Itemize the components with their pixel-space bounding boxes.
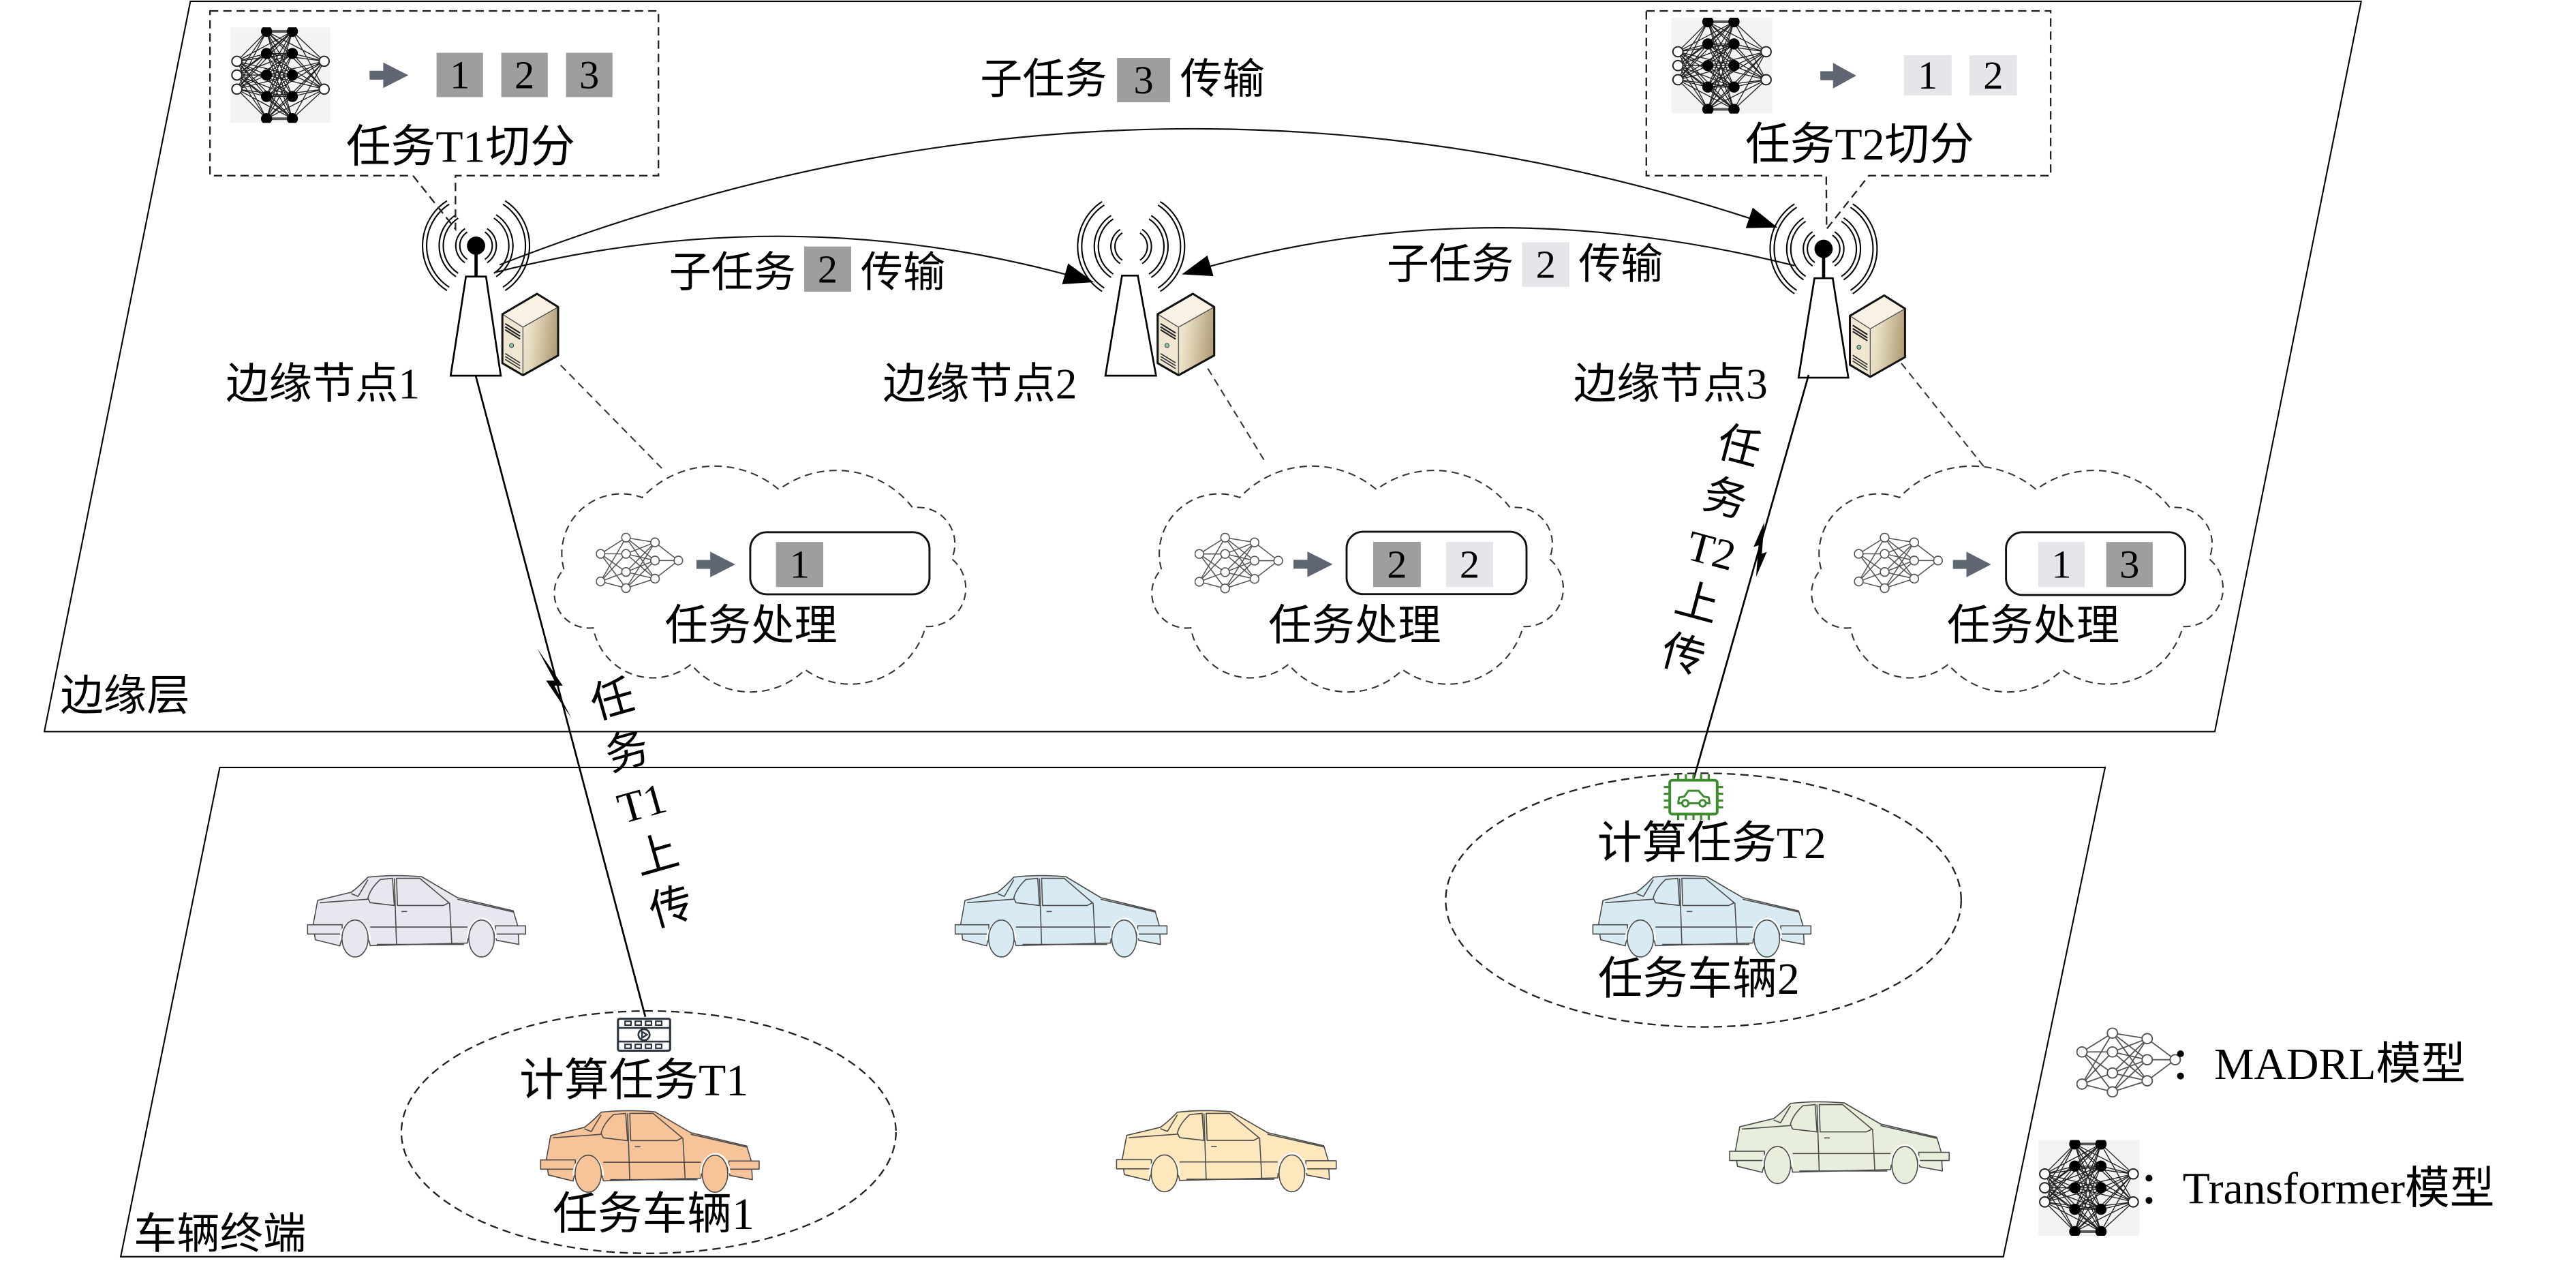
task-t2-split-callout: 1 2 任务T2切分 [1645,10,2052,232]
subtask-badge: 3 [566,52,613,97]
subtask-badge-bg [776,542,824,588]
callout-border [1645,10,2052,232]
transfer-prefix: 子任务 [980,57,1107,103]
subtask-3-transfer-arrow [499,127,1778,266]
transfer-subtask-id: 3 [1134,58,1154,102]
subtask-badge-bg [1903,55,1952,95]
transfer-subtask-id: 2 [1536,243,1556,287]
chip-car-icon [1662,772,1725,822]
transfer-label-subtask-3: 子任务 3 传输 [980,57,1265,103]
task-vehicle-2-group: 计算任务T2 任务车辆2 [1445,772,1962,1028]
subtask-badge: 2 [1969,53,2017,97]
lightning-link-icon [537,648,572,718]
subtask-id: 3 [2119,543,2139,587]
base-station-tower-icon [1104,274,1157,377]
processing-label: 任务处理 [1268,602,1441,650]
processing-label: 任务处理 [1947,602,2119,650]
task-processing-cloud-1: 1 任务处理 [553,465,967,693]
subtask-badge: 1 [1903,53,1952,97]
subtask-badge-bg [2038,542,2085,588]
server-cloud-connector-3 [1901,363,1985,468]
compute-task-label: 计算任务T2 [1597,819,1826,868]
task-vehicle-range [1445,772,1962,1028]
subtask-badge-bg [2106,542,2153,588]
subtask-id: 2 [515,53,534,97]
transfer-prefix: 子任务 [1387,241,1514,288]
subtask-id: 3 [579,53,599,97]
transfer-suffix: 传输 [861,250,945,297]
edge-node-label: 边缘节点2 [883,361,1077,408]
edge-node-3: 边缘节点3 [1574,206,1906,408]
legend-item-madrl: ：MADRL模型 [2076,1027,2466,1098]
subtask-badge-bg [436,52,483,97]
edge-node-label: 边缘节点3 [1574,361,1768,408]
subtask-badge-bg [501,52,548,97]
madrl-network-icon [2076,1027,2181,1098]
upload-line [1693,374,1810,779]
transfer-badge-bg [804,246,851,292]
task-vehicle-1-group: 计算任务T1 任务车辆1 [400,1010,897,1254]
callout-title: 任务T2切分 [1745,120,1974,170]
transfer-label-subtask-2-right: 子任务 2 传输 [1387,241,1663,288]
task-vehicle-label: 任务车辆1 [553,1189,754,1239]
processing-label: 任务处理 [664,602,837,650]
subtask-id: 2 [1983,53,2003,97]
edge-layer-label: 边缘层 [60,672,189,720]
edge-node-2: 边缘节点2 [883,203,1216,408]
lightning-link-icon [1753,521,1767,577]
task-processing-cloud-2: 2 2 任务处理 [1151,465,1565,693]
legend-label: ：MADRL模型 [2169,1039,2466,1089]
transfer-badge-bg [1522,242,1570,287]
subtask-2-transfer-arrow-node1-to-node2 [495,235,1094,284]
subtask-badge-bg [1969,55,2017,95]
transformer-network-icon [2038,1140,2140,1236]
subtask-id: 2 [1387,543,1407,587]
film-play-icon [617,1018,671,1052]
transfer-suffix: 传输 [1180,57,1265,103]
server-cloud-connector-2 [1207,368,1268,465]
base-station-tower-icon [449,275,502,377]
subtask-id: 1 [450,53,470,97]
callout-title: 任务T1切分 [346,122,575,172]
transfer-label-subtask-2-left: 子任务 2 传输 [669,246,945,297]
task-vehicle-label: 任务车辆2 [1598,954,1800,1004]
task-vehicle-range [400,1010,897,1254]
compute-task-label: 计算任务T1 [519,1056,748,1106]
transformer-model-icon [1671,18,1773,114]
subtask-id: 1 [2051,543,2071,587]
processing-queue-box [2005,531,2187,596]
base-station-tower-icon [1797,277,1850,379]
subtask-id: 1 [790,543,810,587]
subtask-id: 1 [1918,53,1937,97]
legend: ：MADRL模型 ：Transformer模型 [2038,1027,2495,1236]
subtask-badge-bg [1445,541,1494,588]
vehicle-layer-label: 车辆终端 [134,1210,306,1258]
edge-node-label: 边缘节点1 [226,361,420,408]
task-t1-split-callout: 1 2 3 任务T1切分 [209,10,660,232]
callout-border [209,10,660,232]
subtask-2-transfer-arrow-node3-to-node2 [1182,227,1795,277]
upload-line [474,375,647,1018]
transformer-model-icon [230,27,331,123]
legend-label: ：Transformer模型 [2138,1164,2495,1214]
subtask-badge-bg [1373,541,1421,588]
transfer-prefix: 子任务 [669,250,796,297]
task-processing-cloud-3: 1 3 任务处理 [1811,465,2224,693]
edge-node-1: 边缘节点1 [226,202,559,408]
transfer-subtask-id: 2 [818,247,838,291]
subtask-badge-bg [566,52,613,97]
subtask-badge: 1 [436,52,483,97]
subtask-badge: 2 [501,52,548,97]
transfer-suffix: 传输 [1578,241,1663,288]
legend-item-transformer: ：Transformer模型 [2038,1140,2495,1236]
upload-label-char: T2 [1682,521,1741,580]
transfer-badge-bg [1117,57,1171,103]
subtask-id: 2 [1460,543,1479,587]
